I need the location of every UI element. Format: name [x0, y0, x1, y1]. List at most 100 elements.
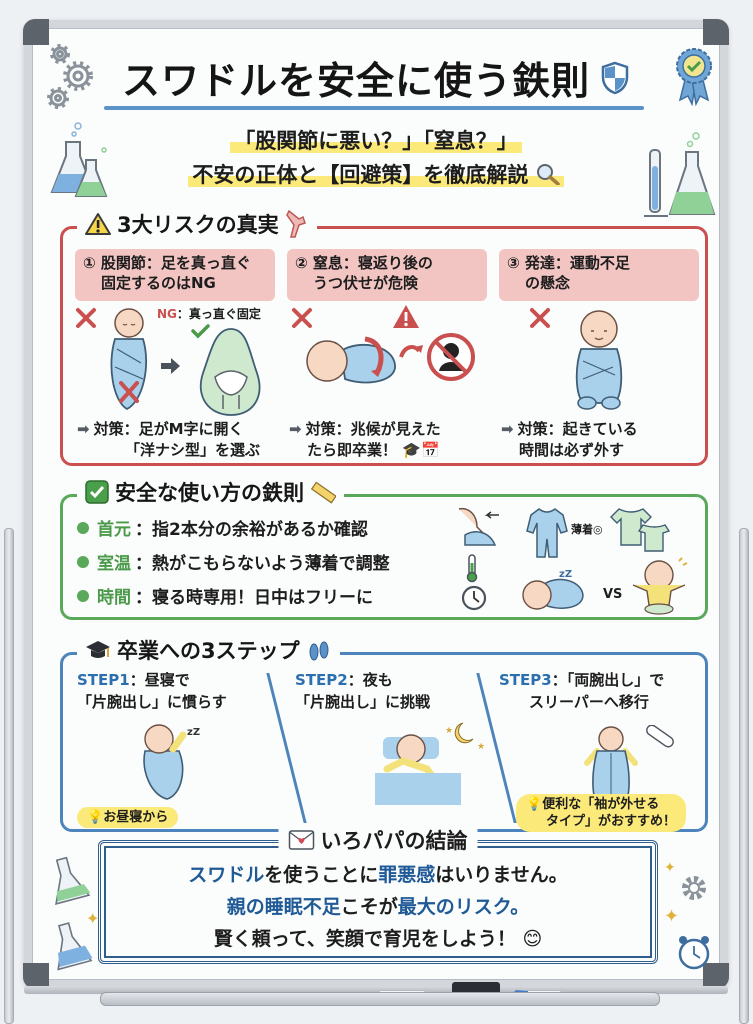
knee-joint-icon — [285, 209, 306, 238]
test-tube-flask-icon — [644, 132, 716, 217]
safe-section-title: 安全な使い方の鉄則 — [77, 477, 344, 507]
footprints-icon — [309, 641, 329, 661]
danger-icon — [393, 305, 419, 328]
magnifier-icon — [536, 164, 560, 186]
risk-label: ② 窒息：寝返り後の うつ伏せが危険 — [287, 249, 487, 301]
ng-note: NG：真っ直ぐ固定 — [157, 307, 261, 321]
gear-icon — [47, 44, 93, 109]
gear-clock-icon: ✦ ✦ — [664, 860, 710, 970]
light-clothes-label: 薄着◎ — [571, 523, 603, 536]
ruler-icon — [310, 481, 336, 504]
svg-text:✦: ✦ — [664, 906, 679, 927]
risk-illustration — [287, 301, 487, 419]
warning-icon — [85, 213, 111, 235]
steps-section-title: 卒業への3ステップ — [77, 635, 340, 665]
safe-usage-section: 安全な使い方の鉄則 首元：指2本分の余裕があるか確認 室温：熱がこもらないよう薄… — [60, 477, 708, 620]
subtitle: 「股関節に悪い？」「窒息？」 不安の正体と【回避策】を徹底解説 — [32, 124, 720, 192]
frame-corner — [23, 963, 49, 989]
title-underline — [104, 106, 644, 110]
flask-icon: ✦ — [55, 856, 98, 971]
bullet-dot — [77, 521, 89, 534]
curved-arrow-icon — [399, 345, 423, 358]
bullet-dot — [77, 555, 89, 568]
rolling-baby-icon — [306, 336, 396, 384]
risk-fix: ➡対策：足がM字に開く 「洋ナシ型」を選ぶ — [77, 420, 261, 459]
subtitle-line2: 不安の正体と【回避策】を徹底解説 — [192, 163, 529, 187]
versus-label: VS — [603, 587, 623, 602]
x-mark-icon — [292, 308, 312, 328]
arrow-right-icon — [161, 358, 180, 374]
risk-label: ① 股関節：足を真っ直ぐ 固定するのはNG — [75, 249, 275, 301]
smile-icon: 😊 — [522, 928, 543, 950]
bullet-dot — [77, 589, 89, 602]
graduation-cap-icon — [86, 641, 110, 658]
one-arm-swaddle-baby-icon: zZ — [143, 724, 200, 800]
swaddled-baby-icon — [110, 308, 147, 411]
no-prone-sleep-icon — [427, 333, 475, 381]
whiteboard-stand-right — [739, 528, 749, 1024]
conclusion-line-3: 賢く頼って、笑顔で育児をしよう！ 😊 — [213, 928, 543, 950]
conclusion-line-1: スワドルを使うことに罪悪感はいりません。 — [188, 864, 568, 886]
checkbox-icon — [85, 480, 109, 504]
conclusion-title: いろパパの結論 — [278, 825, 478, 855]
risk-title-text: 3大リスクの真実 — [117, 213, 279, 237]
pear-shape-hip-icon — [191, 324, 261, 416]
risk-item-hip: ① 股関節：足を真っ直ぐ 固定するのはNG NG：真っ直ぐ固定 — [75, 249, 275, 461]
frame-corner — [23, 19, 49, 45]
risk-item-suffocation: ② 窒息：寝返り後の うつ伏せが危険 — [287, 249, 487, 461]
risk-section-title: 3大リスクの真実 — [77, 209, 317, 239]
flask-icon — [50, 122, 108, 197]
safe-rule-neck: 首元：指2本分の余裕があるか確認 — [77, 515, 368, 540]
thermometer-icon — [466, 554, 478, 583]
conclusion-box: いろパパの結論 スワドルを使うことに罪悪感はいりません。 親の睡眠不足こそが最大… — [98, 825, 658, 964]
risk-illustration: NG：真っ直ぐ固定 — [75, 301, 275, 419]
graduation-cap-icon: 🎓 — [402, 441, 421, 459]
crying-baby-icon — [632, 557, 688, 615]
safe-rule-temperature: 室温：熱がこもらないよう薄着で調整 — [77, 549, 390, 574]
tip-detachable-sleeves: 💡便利な「袖が外せる タイプ」がおすすめ！ — [516, 794, 686, 832]
whiteboard: スワドルを安全に使う鉄則 「股関節に悪い？」「窒息？」 不安の正体と【回避策】を… — [23, 19, 729, 989]
finger-check-icon — [458, 507, 499, 546]
marker-tray-rail — [24, 986, 728, 994]
step-2: STEP2：夜も 「片腕出し」に挑戦 — [295, 671, 431, 711]
risk-fix: ➡対策：起きている 時間は必ず外す — [501, 420, 638, 459]
svg-text:✦: ✦ — [86, 909, 98, 928]
calendar-icon: 📅 — [420, 441, 440, 459]
page-title: スワドルを安全に使う鉄則 — [121, 59, 590, 103]
step-1: STEP1：昼寝で 「片腕出し」に慣らす — [77, 671, 227, 711]
arrow-right-icon: ➡ — [289, 420, 302, 438]
tip-nap: 💡お昼寝から — [77, 807, 179, 828]
svg-text:★: ★ — [445, 726, 453, 736]
risk-illustration — [499, 301, 699, 419]
risk-fix: ➡対策：兆候が見えた たら即卒業！ 🎓📅 — [289, 420, 441, 459]
step-3: STEP3：「両腕出し」で スリーパーへ移行 — [499, 671, 665, 711]
risk-section: 3大リスクの真実 ① 股関節：足を真っ直ぐ 固定するのはNG NG： — [60, 209, 708, 466]
whiteboard-stand-left — [4, 528, 14, 1024]
svg-text:zZ: zZ — [187, 727, 200, 738]
title-bar: スワドルを安全に使う鉄則 — [32, 50, 720, 105]
sleeping-swaddled-baby-icon: zZ — [522, 569, 584, 610]
onesie-icon — [526, 508, 568, 558]
conclusion-body: スワドルを使うことに罪悪感はいりません。 親の睡眠不足こそが最大のリスク。 賢く… — [101, 859, 655, 955]
subtitle-line1: 「股関節に悪い？」「窒息？」 — [230, 129, 522, 153]
lightbulb-icon: 💡 — [87, 810, 104, 825]
conclusion-line-2: 親の睡眠不足こそが最大のリスク。 — [226, 896, 530, 918]
svg-text:★: ★ — [477, 742, 485, 752]
safe-title-text: 安全な使い方の鉄則 — [115, 481, 304, 505]
sitting-swaddled-baby-icon — [575, 310, 623, 410]
safe-rule-time: 時間：寝る時専用！日中はフリーに — [77, 583, 373, 608]
marker-tray — [100, 992, 660, 1006]
svg-text:zZ: zZ — [559, 569, 572, 580]
frame-corner — [703, 963, 729, 989]
frame-corner — [703, 19, 729, 45]
arrow-right-icon: ➡ — [77, 420, 90, 438]
risk-item-development: ③ 発達：運動不足 の懸念 ➡対策：起きている 時間は必ず外す — [499, 249, 699, 461]
shield-icon — [601, 61, 629, 94]
bodysuit-icon — [610, 508, 671, 552]
envelope-heart-icon — [288, 830, 315, 850]
clock-icon — [461, 585, 487, 611]
night-sleep-baby-icon: ★ ★ — [375, 722, 485, 805]
risk-label: ③ 発達：運動不足 の懸念 — [499, 249, 699, 301]
x-mark-icon — [530, 308, 550, 328]
arrow-right-icon: ➡ — [501, 420, 514, 438]
